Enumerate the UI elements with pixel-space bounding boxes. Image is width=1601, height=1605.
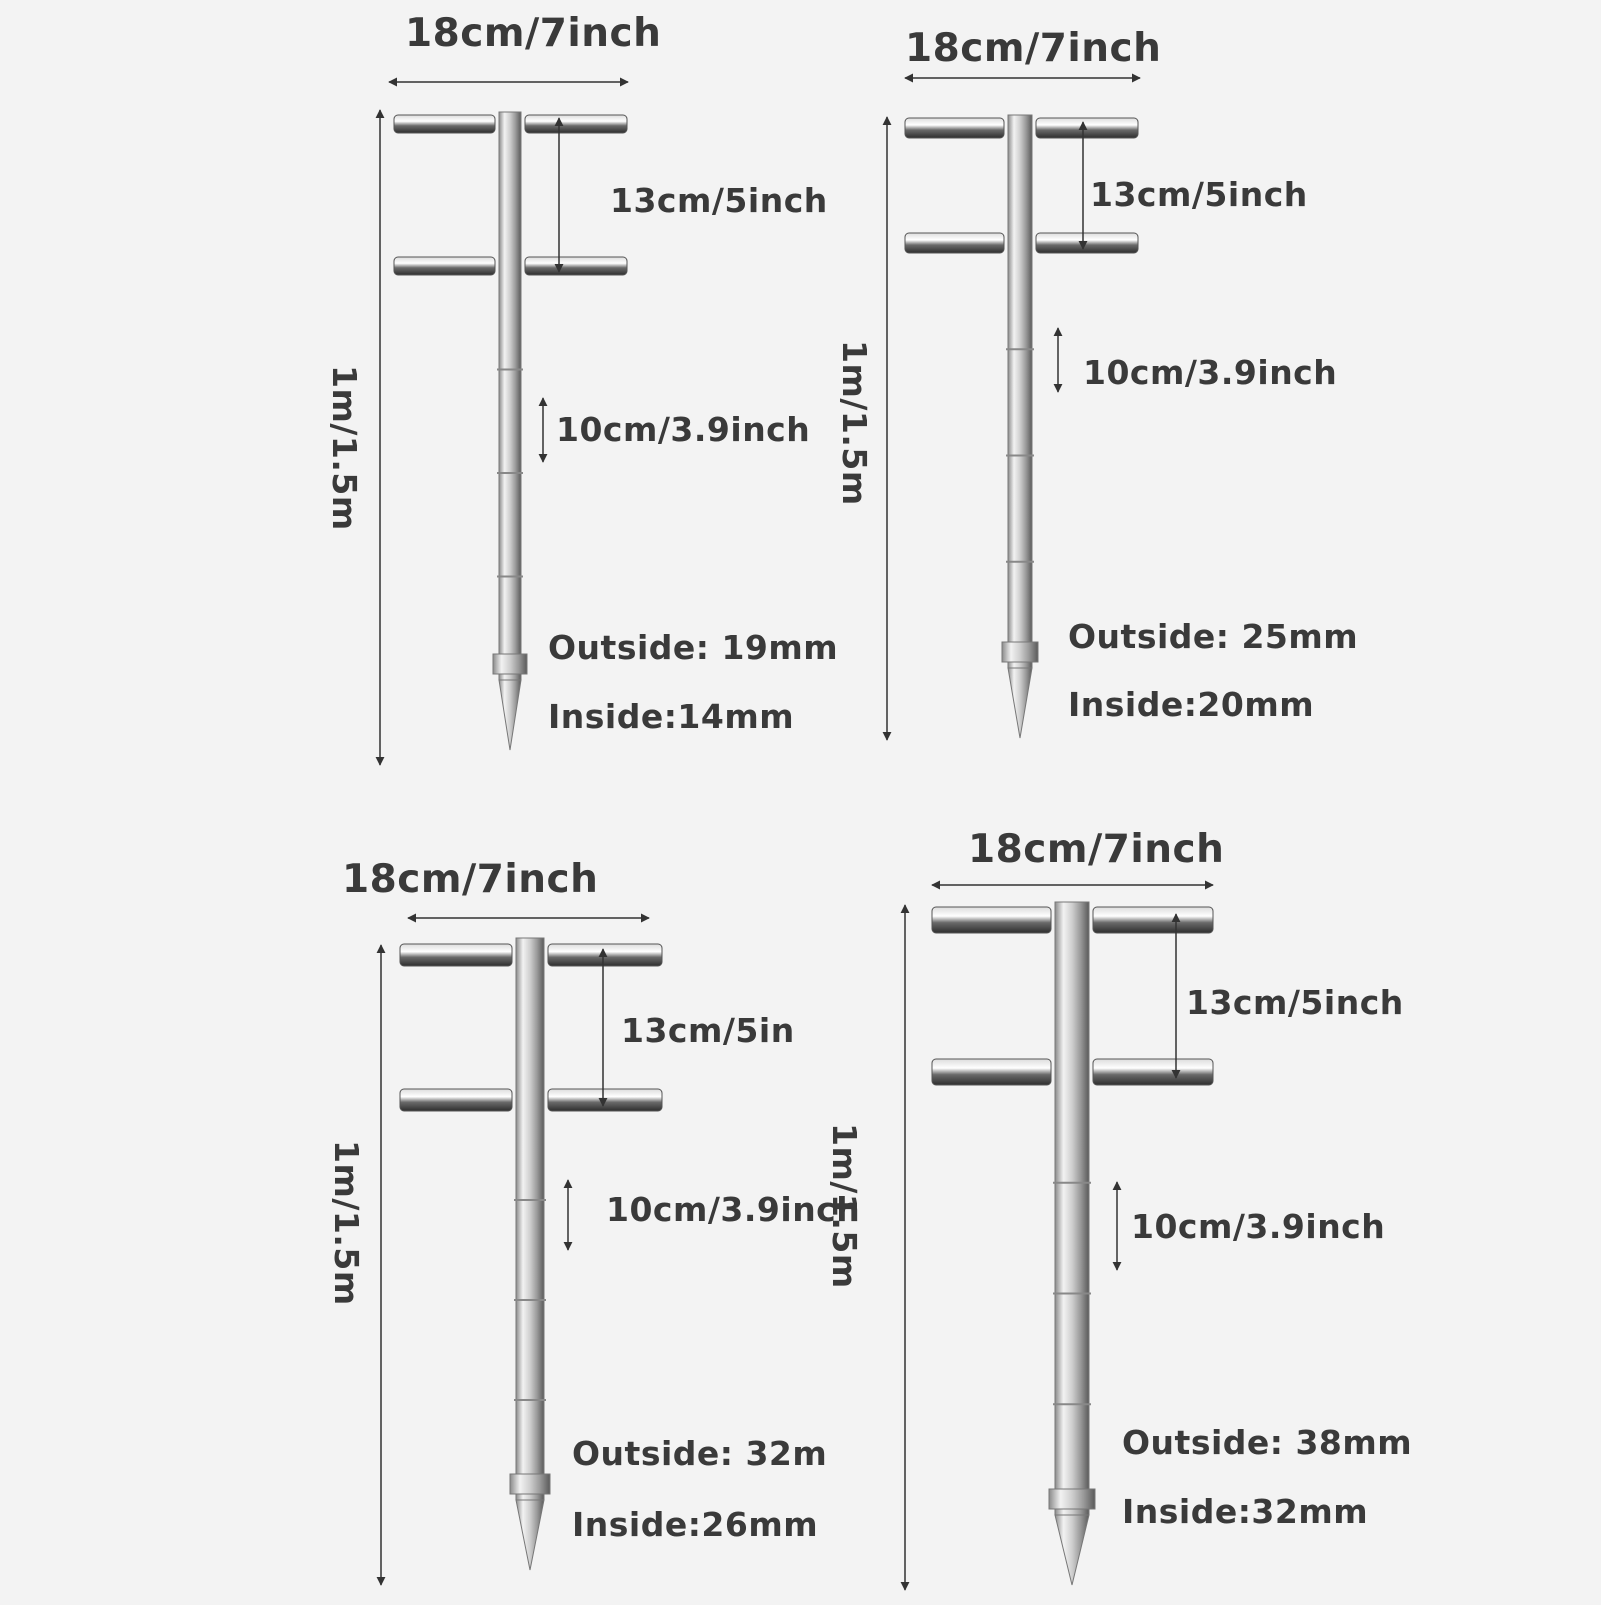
probe-2-width-label: 18cm/7inch — [905, 26, 1162, 71]
probe-2-inside-label: Inside:20mm — [1068, 685, 1315, 724]
probe-1-segment-label: 10cm/3.9inch — [556, 410, 811, 449]
probe-4-handle-2-right — [1092, 1058, 1214, 1086]
probe-1-collar — [492, 653, 528, 675]
probe-1-outside-label: Outside: 19mm — [548, 628, 839, 667]
probe-4-handle-gap-label: 13cm/5inch — [1186, 983, 1404, 1022]
probe-1-handle-2-left — [393, 256, 496, 276]
probe-3-outside-label: Outside: 32m — [572, 1434, 828, 1473]
probe-4-outside-label: Outside: 38mm — [1122, 1423, 1413, 1462]
probe-3-collar — [509, 1473, 551, 1495]
probe-2-handle-gap-label: 13cm/5inch — [1090, 175, 1308, 214]
probe-3-handle-2-right — [547, 1088, 663, 1112]
probe-1-length-label: 1m/1.5m — [325, 365, 364, 531]
probe-4-length-label: 1m/1.5m — [825, 1123, 864, 1289]
probe-1-handle-1-right — [524, 114, 628, 134]
probe-2-handle-1-left — [904, 117, 1005, 139]
probe-2-rod — [1007, 114, 1033, 669]
probe-3-segment-label: 10cm/3.9inch — [606, 1190, 861, 1229]
probe-4-collar — [1048, 1488, 1096, 1510]
probe-3-length-label: 1m/1.5m — [327, 1140, 366, 1306]
probe-3-inside-label: Inside:26mm — [572, 1505, 819, 1544]
probe-4-segment-label: 10cm/3.9inch — [1131, 1207, 1386, 1246]
probe-3-handle-2-left — [399, 1088, 513, 1112]
probe-2-handle-2-left — [904, 232, 1005, 254]
probe-2-length-label: 1m/1.5m — [835, 340, 874, 506]
probe-1-tip — [498, 679, 522, 751]
probe-3-rod — [515, 937, 545, 1501]
probe-4-handle-1-right — [1092, 906, 1214, 934]
probe-1-rod — [498, 111, 522, 681]
probe-3-handle-gap-label: 13cm/5in — [621, 1011, 795, 1050]
probe-1-width-label: 18cm/7inch — [405, 11, 662, 56]
probe-3-tip — [515, 1499, 545, 1571]
probe-3-handle-1-left — [399, 943, 513, 967]
probe-4-width-label: 18cm/7inch — [968, 827, 1225, 872]
probe-3-handle-1-right — [547, 943, 663, 967]
probe-2-handle-1-right — [1035, 117, 1139, 139]
probe-2-tip — [1007, 667, 1033, 739]
probe-4-rod — [1054, 901, 1090, 1516]
probe-2-collar — [1001, 641, 1039, 663]
probe-1-handle-2-right — [524, 256, 628, 276]
probe-2-segment-label: 10cm/3.9inch — [1083, 353, 1338, 392]
probe-4-handle-2-left — [931, 1058, 1052, 1086]
probe-1-inside-label: Inside:14mm — [548, 697, 795, 736]
probe-4-handle-1-left — [931, 906, 1052, 934]
probe-4-inside-label: Inside:32mm — [1122, 1492, 1369, 1531]
probe-3-width-label: 18cm/7inch — [342, 857, 599, 902]
probe-2-outside-label: Outside: 25mm — [1068, 617, 1359, 656]
probe-1-handle-1-left — [393, 114, 496, 134]
probe-1-handle-gap-label: 13cm/5inch — [610, 181, 828, 220]
probe-4-tip — [1054, 1514, 1090, 1586]
probe-2-handle-2-right — [1035, 232, 1139, 254]
